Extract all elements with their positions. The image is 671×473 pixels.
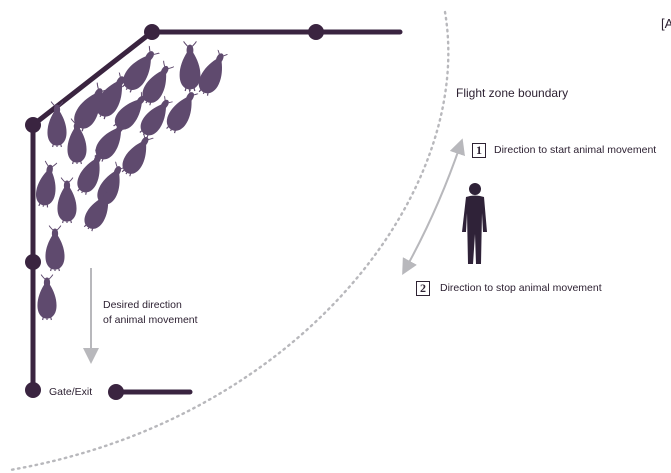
double-arrow-icon <box>402 138 465 276</box>
fence-post <box>144 24 160 40</box>
fence-posts <box>25 24 324 400</box>
gate-exit-label: Gate/Exit <box>49 386 93 398</box>
flight-zone-boundary <box>8 10 450 472</box>
herd <box>33 40 234 321</box>
cattle-icon <box>44 224 66 272</box>
corner-fragment: [A <box>661 16 671 31</box>
cattle-icon <box>33 159 62 209</box>
fence-post <box>308 24 324 40</box>
cattle-icon <box>36 273 58 321</box>
cattle-icon <box>56 176 78 224</box>
step-2-label: Direction to stop animal movement <box>440 282 602 294</box>
step-1-label: Direction to start animal movement <box>494 144 657 156</box>
desired-direction-line2: of animal movement <box>103 314 198 326</box>
cattle-icon <box>178 40 202 92</box>
fence-post <box>108 384 124 400</box>
person-handler-icon <box>462 183 487 264</box>
fence-post <box>25 254 41 270</box>
cattle-icon <box>161 85 204 137</box>
cattle-icon <box>117 129 158 180</box>
fence-post <box>25 117 41 133</box>
step-1-number: 1 <box>472 143 486 158</box>
fence-post <box>25 382 41 398</box>
flight-zone-label: Flight zone boundary <box>456 86 569 100</box>
step-2-number: 2 <box>416 281 430 296</box>
desired-direction-line1: Desired direction <box>103 299 182 311</box>
